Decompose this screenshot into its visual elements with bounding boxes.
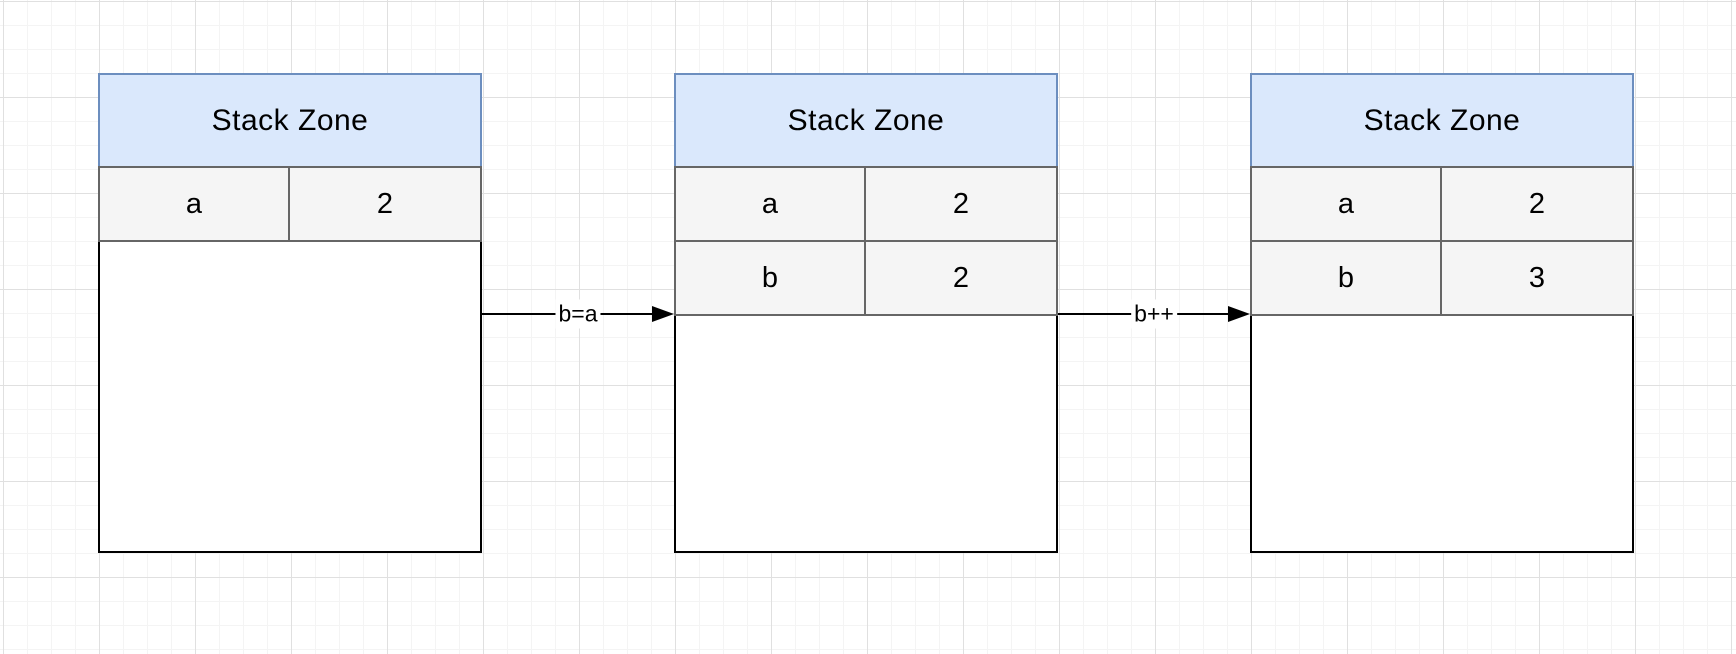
variable-value-cell: 2 — [952, 261, 970, 294]
edge-b-equals-a: b=a — [482, 294, 674, 334]
variable-name-cell: a — [1252, 168, 1442, 240]
variable-row: b 2 — [674, 240, 1058, 316]
stack-zone-frame-2: Stack Zone a 2 b 2 — [674, 73, 1058, 553]
edge-label: b=a — [555, 299, 601, 329]
frame-title: Stack Zone — [787, 103, 945, 137]
arrowhead-icon — [1228, 306, 1250, 322]
edge-b-plus-plus: b++ — [1058, 294, 1250, 334]
variable-name-cell: b — [1252, 242, 1442, 314]
variable-value-cell: 2 — [952, 187, 970, 220]
frame-title: Stack Zone — [211, 103, 369, 137]
variable-row: a 2 — [98, 166, 482, 242]
stack-zone-frame-3: Stack Zone a 2 b 3 — [1250, 73, 1634, 553]
variable-value-cell: 2 — [1528, 187, 1546, 220]
arrowhead-icon — [652, 306, 674, 322]
stack-zone-frame-1: Stack Zone a 2 — [98, 73, 482, 553]
stack-zone-header: Stack Zone — [98, 73, 482, 168]
stack-zone-header: Stack Zone — [1250, 73, 1634, 168]
variable-name-cell: a — [100, 168, 290, 240]
variable-row: b 3 — [1250, 240, 1634, 316]
variable-name-cell: b — [676, 242, 866, 314]
stack-zone-header: Stack Zone — [674, 73, 1058, 168]
variable-name-cell: a — [676, 168, 866, 240]
edge-label: b++ — [1131, 299, 1177, 329]
variable-row: a 2 — [1250, 166, 1634, 242]
frame-title: Stack Zone — [1363, 103, 1521, 137]
variable-value-cell: 2 — [376, 187, 394, 220]
variable-value-cell: 3 — [1528, 261, 1546, 294]
variable-row: a 2 — [674, 166, 1058, 242]
